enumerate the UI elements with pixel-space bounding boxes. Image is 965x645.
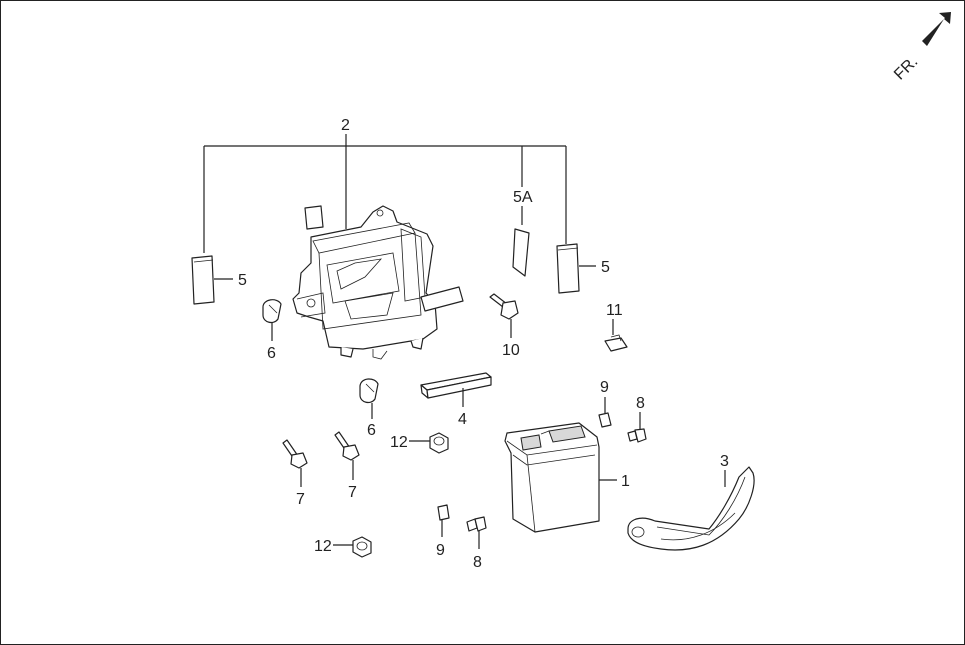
callout-12-bottom-label: 12 [314,538,332,555]
callout-2-bracket [203,134,567,253]
callout-5-right-label: 5 [601,259,610,276]
bolt-part-10 [489,293,519,320]
pad-part-5-left [191,255,215,305]
callout-12-top-label: 12 [390,434,408,451]
pad-part-5a [512,228,530,277]
callout-11-label: 11 [606,302,623,319]
callout-7-left-label: 7 [296,491,305,508]
front-direction-label: FR. [891,53,921,83]
callout-2-label: 2 [341,117,350,134]
callout-4-label: 4 [458,411,467,428]
callout-5a-label: 5A [513,189,533,206]
callout-9-bottom-label: 9 [436,542,445,559]
callout-6-bottom-label: 6 [367,422,376,439]
clip-part-11 [604,334,628,352]
nut-part-12-top [429,432,449,454]
callout-8-bottom-label: 8 [473,554,482,571]
front-arrow-icon [922,12,951,46]
callout-6-top-label: 6 [267,345,276,362]
callout-1-label: 1 [621,473,630,490]
bolt-part-7-right [334,431,360,461]
rubber-part-6-bottom [359,378,379,404]
rubber-part-6-top [262,299,282,324]
callout-9-top-label: 9 [600,379,609,396]
strip-part-4 [420,372,492,399]
battery-box-part-2 [292,205,464,360]
callout-3-label: 3 [720,453,729,470]
bolt-part-7-left [282,439,308,469]
callout-5-left-label: 5 [238,272,247,289]
nut-part-12-bottom [352,536,372,558]
callout-10-label: 10 [502,342,520,359]
nut-part-9-bottom [437,504,450,521]
nut-part-9-top [598,412,612,428]
pad-part-5-right [556,243,580,294]
battery-part-1 [504,422,600,533]
callout-8-top-label: 8 [636,395,645,412]
screw-part-8-bottom [466,516,487,532]
callout-7-right-label: 7 [348,484,357,501]
screw-part-8-top [627,428,647,443]
strap-part-3 [627,466,755,551]
